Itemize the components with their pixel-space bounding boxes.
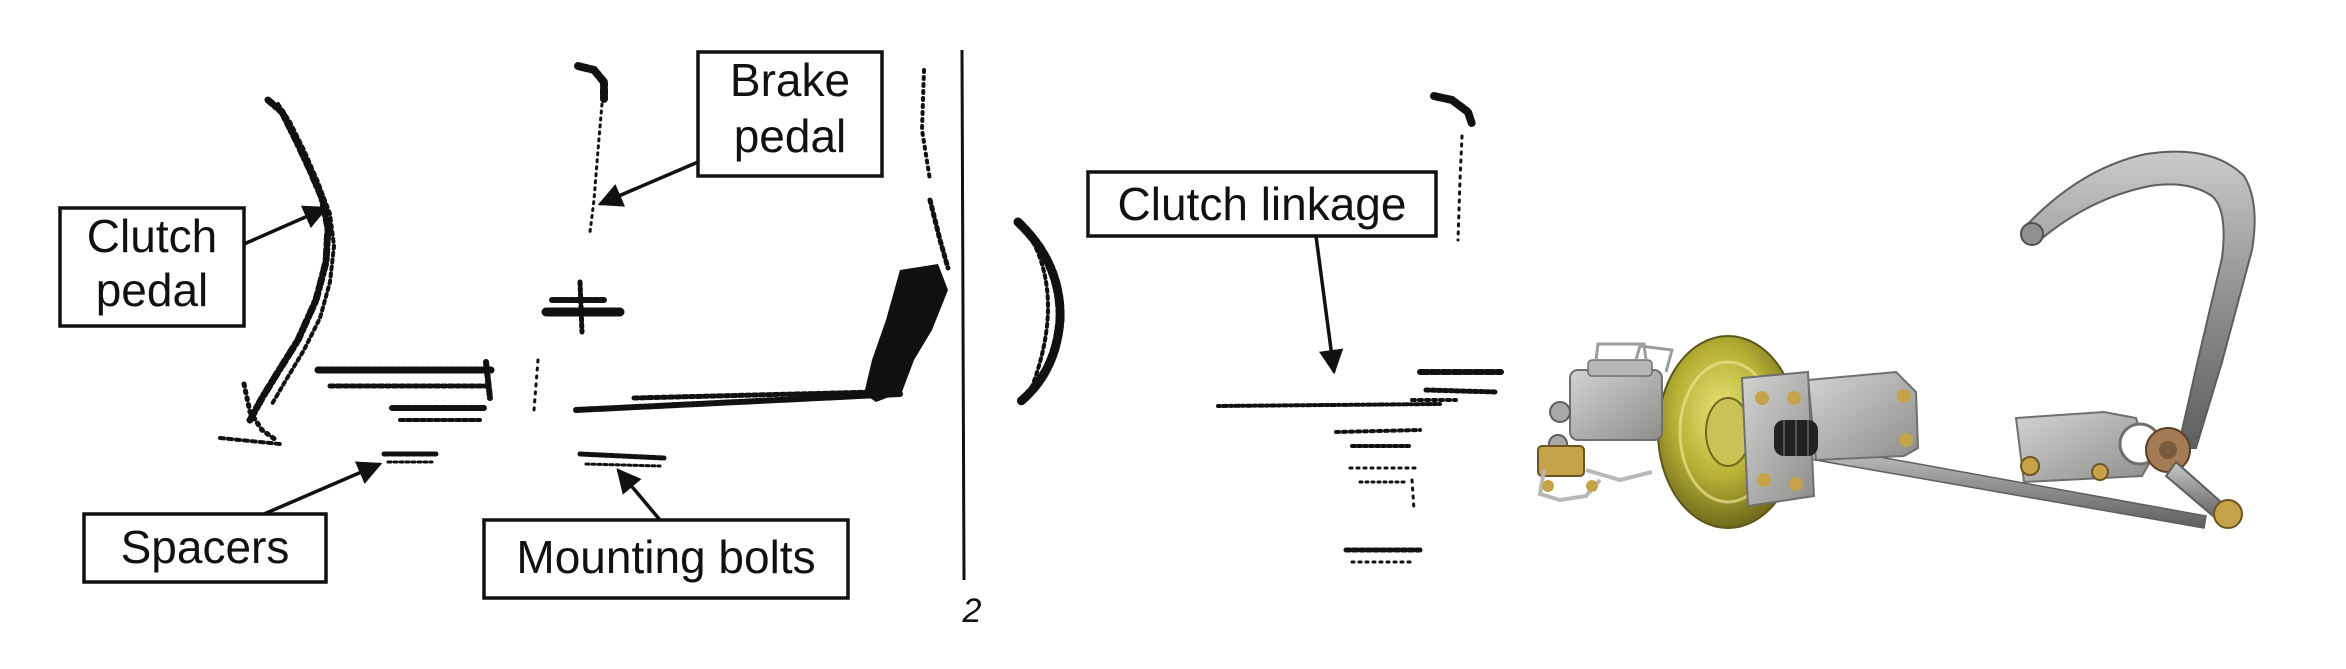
clutch-pedal-label-line2: pedal xyxy=(96,264,209,316)
mounting-plate xyxy=(1806,370,1920,462)
clutch-pedal-label-line1: Clutch xyxy=(87,210,217,262)
callout-clutch-linkage: Clutch linkage xyxy=(1086,170,1438,375)
brake-pedal-label-line1: Brake xyxy=(730,54,850,106)
assembly-photo xyxy=(1537,150,2256,529)
firewall-bracket xyxy=(864,68,951,402)
brake-pedal-arm-photo xyxy=(2022,150,2256,449)
figure-number: 2 xyxy=(962,592,982,630)
proportioning-valve xyxy=(1537,445,1653,503)
firewall-line xyxy=(960,49,966,581)
photocopy-pedal-drawing: Clutch pedal Brake pedal Spacers Mountin… xyxy=(58,49,1065,630)
brake-pedal-label-line2: pedal xyxy=(734,110,847,162)
callout-spacers: Spacers xyxy=(82,461,383,584)
brake-pedal-arm xyxy=(532,62,625,412)
callout-brake-pedal: Brake pedal xyxy=(597,50,884,207)
pedal-stop-end xyxy=(2020,222,2044,246)
booster-outline xyxy=(1013,217,1065,407)
brake-pushrod xyxy=(573,389,903,468)
clutch-linkage-drawing: Clutch linkage xyxy=(1086,92,1505,564)
pedal-shaft xyxy=(314,359,496,464)
clutch-linkage-label: Clutch linkage xyxy=(1118,178,1407,230)
bracket-bolt xyxy=(2020,456,2040,476)
mounting-bolts-label: Mounting bolts xyxy=(516,531,815,583)
callout-mounting-bolts: Mounting bolts xyxy=(482,468,850,600)
master-cylinder xyxy=(1548,342,1674,454)
rubber-boot xyxy=(1774,420,1818,456)
clutch-arm-end-bolt xyxy=(2213,499,2243,529)
clutch-pedal-arm xyxy=(218,96,337,446)
bracket-bolt-lower xyxy=(2091,463,2109,481)
callout-clutch-pedal: Clutch pedal xyxy=(58,205,329,328)
spacers-label: Spacers xyxy=(121,521,290,573)
